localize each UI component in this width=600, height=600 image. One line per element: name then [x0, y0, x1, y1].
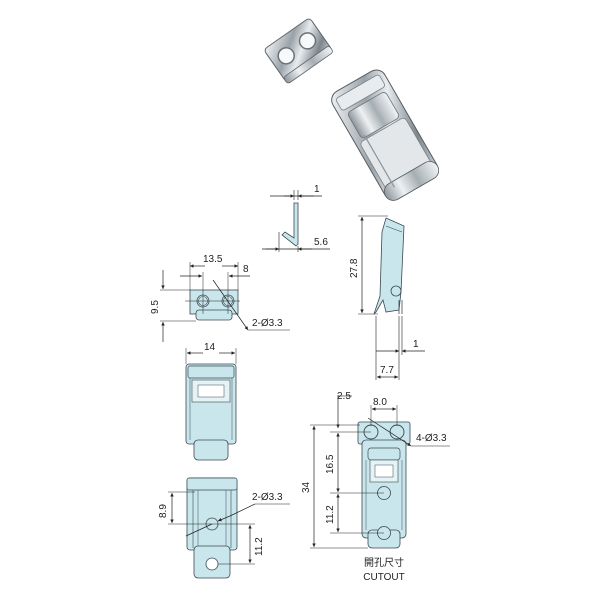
latch-back-view: 8.9 11.2 2-Ø3.3 [158, 477, 290, 579]
dim-cutout-edge: 2.5 [337, 391, 351, 402]
dim-side-depth: 7.7 [380, 365, 394, 376]
dim-side-height: 27.8 [349, 258, 360, 278]
thickness-detail-view: 1 5.6 [262, 184, 330, 252]
dim-back-upper: 8.9 [158, 504, 169, 518]
cutout-caption-english: CUTOUT [363, 572, 404, 583]
keeper-plate-photo [264, 18, 333, 84]
dim-cutout-overall: 34 [301, 481, 312, 493]
dim-hook-depth: 5.6 [314, 237, 328, 248]
cutout-view: 2.5 8.0 4-Ø3.3 34 16.5 11.2 開孔尺寸 CUTOUT [301, 391, 450, 583]
latch-body-photo [331, 69, 440, 201]
dim-cutout-holes: 4-Ø3.3 [416, 433, 447, 444]
dim-keeper-hole-spacing: 13.5 [203, 254, 223, 265]
dim-keeper-holes: 2-Ø3.3 [252, 318, 283, 329]
product-photo [264, 18, 440, 201]
dim-keeper-height: 9.5 [150, 300, 161, 314]
dim-back-lower: 11.2 [254, 537, 265, 556]
latch-front-view: 14 [185, 342, 237, 461]
keeper-top-view: 13.5 8 9.5 2-Ø3.3 [150, 254, 290, 342]
dim-latch-width: 14 [204, 342, 216, 353]
dim-cutout-mid: 16.5 [325, 454, 336, 474]
dim-cutout-hole-spacing: 8.0 [373, 397, 387, 408]
dim-thickness-1: 1 [314, 184, 320, 195]
side-view: 27.8 1 7.7 [349, 215, 425, 380]
dim-keeper-edge-offset: 8 [243, 264, 249, 275]
dim-cutout-lower: 11.2 [325, 505, 336, 524]
dim-back-holes: 2-Ø3.3 [252, 492, 283, 503]
cutout-caption-chinese: 開孔尺寸 [364, 556, 404, 569]
dim-side-thickness: 1 [413, 339, 419, 350]
